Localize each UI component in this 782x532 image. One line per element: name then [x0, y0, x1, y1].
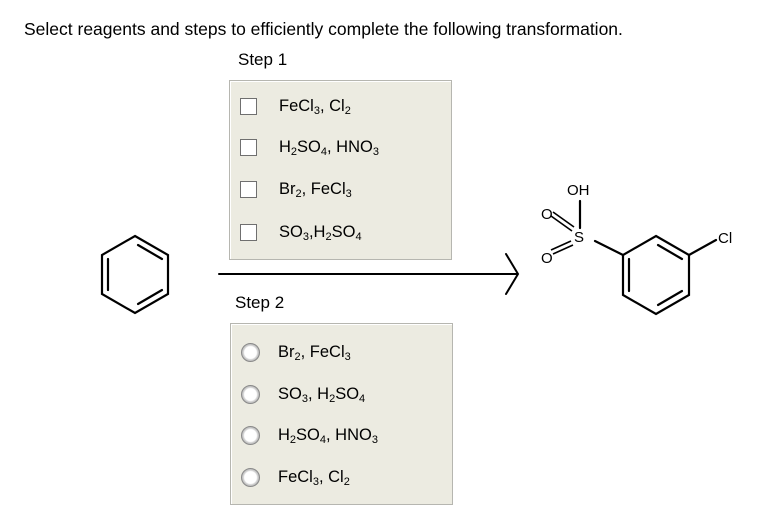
- formula-text: SO: [279, 222, 303, 241]
- step2-option[interactable]: SO3, H2SO4: [241, 381, 365, 407]
- formula-text: , HNO: [326, 425, 372, 444]
- formula-text: Br: [279, 179, 296, 198]
- formula-text: , HNO: [327, 137, 373, 156]
- checkbox[interactable]: [240, 180, 257, 198]
- subscript: 2: [290, 145, 298, 158]
- formula-text: H: [278, 425, 290, 444]
- formula-text: SO: [278, 384, 302, 403]
- subscript: 3: [345, 187, 352, 200]
- subscript: 4: [319, 433, 327, 446]
- step1-label: Step 1: [238, 50, 288, 69]
- subscript: 3: [372, 145, 379, 158]
- step1-option[interactable]: H2SO4, HNO3: [240, 134, 379, 160]
- reagent-label: FeCl3, Cl2: [279, 96, 351, 117]
- product-oxygen: O: [541, 250, 553, 267]
- reagent-label: SO3,H2SO4: [279, 222, 362, 243]
- subscript: 3: [313, 104, 320, 117]
- checkbox[interactable]: [240, 138, 257, 156]
- formula-text: , Cl: [319, 96, 345, 115]
- formula-text: H: [279, 137, 291, 156]
- step2-option[interactable]: H2SO4, HNO3: [241, 422, 378, 448]
- formula-text: SO: [335, 384, 360, 403]
- subscript: 2: [294, 350, 301, 363]
- subscript: 3: [302, 230, 309, 243]
- formula-text: FeCl: [278, 467, 313, 486]
- radio-button[interactable]: [241, 384, 260, 404]
- formula-text: , H: [307, 384, 330, 403]
- benzene-structure: [100, 234, 170, 315]
- subscript: 4: [359, 392, 366, 405]
- formula-text: ,H: [308, 222, 326, 241]
- formula-text: FeCl: [279, 96, 314, 115]
- formula-text: Br: [278, 342, 295, 361]
- product-structure: OH S O O Cl: [541, 182, 732, 316]
- formula-text: , Cl: [318, 467, 344, 486]
- subscript: 2: [343, 475, 350, 488]
- radio-button[interactable]: [241, 342, 260, 362]
- step2-label: Step 2: [235, 293, 285, 312]
- step1-options-panel: FeCl3, Cl2 H2SO4, HNO3 Br2, FeCl3 SO3,H2…: [229, 80, 452, 260]
- step2-option[interactable]: Br2, FeCl3: [241, 339, 351, 365]
- product-chlorine: Cl: [718, 230, 732, 247]
- subscript: 3: [301, 392, 308, 405]
- step1-option[interactable]: FeCl3, Cl2: [240, 93, 351, 119]
- product-sulfur: S: [574, 229, 584, 246]
- subscript: 3: [371, 433, 378, 446]
- question-text: Select reagents and steps to efficiently…: [24, 19, 623, 39]
- formula-text: , FeCl: [300, 342, 345, 361]
- subscript: 2: [344, 104, 351, 117]
- reagent-label: FeCl3, Cl2: [278, 467, 350, 488]
- product-oh: OH: [567, 182, 590, 199]
- product-oxygen: O: [541, 206, 553, 223]
- subscript: 2: [329, 392, 336, 405]
- radio-button[interactable]: [241, 425, 260, 445]
- subscript: 4: [320, 145, 328, 158]
- step2-options-panel: Br2, FeCl3 SO3, H2SO4 H2SO4, HNO3 FeCl3,…: [230, 323, 453, 505]
- step2-option[interactable]: FeCl3, Cl2: [241, 464, 350, 490]
- checkbox[interactable]: [240, 97, 257, 115]
- reagent-label: Br2, FeCl3: [278, 342, 351, 363]
- step1-option[interactable]: Br2, FeCl3: [240, 176, 352, 202]
- formula-text: SO: [297, 137, 321, 156]
- reagent-label: Br2, FeCl3: [279, 179, 352, 200]
- reaction-arrow: [218, 253, 520, 295]
- radio-button[interactable]: [241, 467, 260, 487]
- formula-text: , FeCl: [301, 179, 346, 198]
- formula-text: SO: [331, 222, 356, 241]
- subscript: 3: [344, 350, 351, 363]
- checkbox[interactable]: [240, 223, 257, 241]
- reagent-label: H2SO4, HNO3: [278, 425, 378, 446]
- reagent-label: H2SO4, HNO3: [279, 137, 379, 158]
- formula-text: SO: [296, 425, 320, 444]
- subscript: 2: [295, 187, 302, 200]
- subscript: 2: [325, 230, 332, 243]
- step1-option[interactable]: SO3,H2SO4: [240, 219, 362, 245]
- subscript: 2: [289, 433, 297, 446]
- subscript: 3: [312, 475, 319, 488]
- reagent-label: SO3, H2SO4: [278, 384, 366, 405]
- subscript: 4: [355, 230, 362, 243]
